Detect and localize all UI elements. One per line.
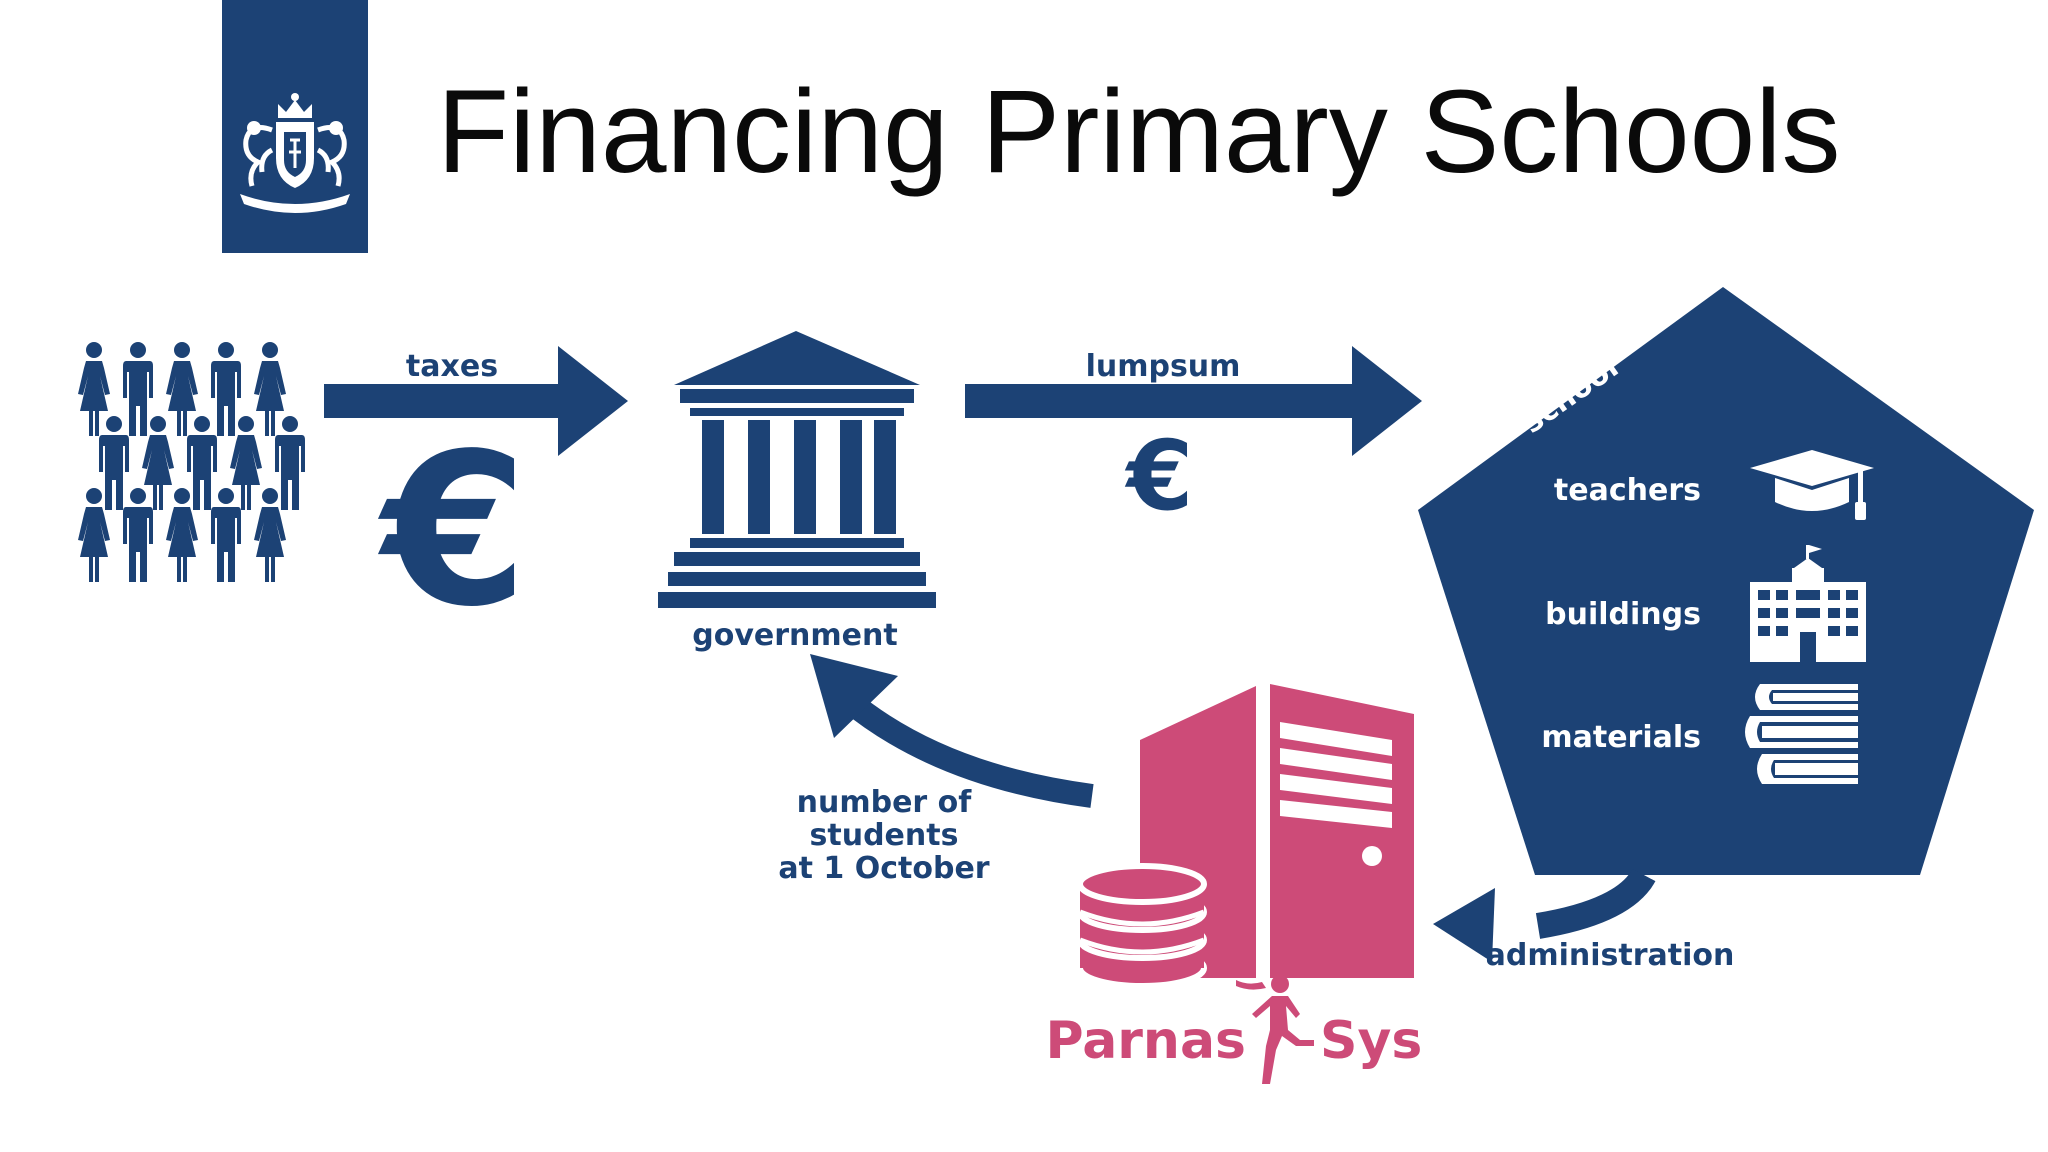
students-label-line1: number of [797, 785, 973, 820]
administration-arrow [1433, 868, 1656, 962]
school-item-buildings-label: buildings [1545, 597, 1701, 632]
parnassys-name-right: Sys [1320, 1011, 1422, 1071]
lumpsum-arrow [965, 346, 1422, 456]
server-database-icon [1077, 684, 1414, 989]
students-arrow [810, 654, 1094, 808]
lumpsum-label: lumpsum [1086, 349, 1241, 384]
government-building-icon [658, 331, 936, 608]
parnassys-logo: Parnas Sys [1045, 975, 1422, 1084]
people-group-icon [78, 342, 305, 582]
school-item-teachers-label: teachers [1554, 473, 1701, 508]
taxes-euro-sign: € [378, 408, 528, 653]
royal-coat-of-arms-icon [240, 93, 350, 213]
students-label-line2: students [810, 818, 959, 853]
page-title: Financing Primary Schools [437, 66, 1840, 198]
taxes-label: taxes [406, 349, 498, 384]
students-label-line3: at 1 October [778, 851, 989, 886]
government-label: government [692, 618, 897, 653]
school-pentagon [1418, 287, 2034, 875]
graduation-cap-icon [1750, 450, 1874, 520]
students-label: number of students at 1 October [778, 785, 989, 886]
school-item-materials-label: materials [1541, 720, 1701, 755]
lumpsum-euro-sign: € [1125, 420, 1194, 532]
dancing-figure-icon [1236, 975, 1314, 1084]
school-building-icon [1750, 545, 1866, 662]
logo [222, 0, 368, 253]
taxes-arrow [324, 346, 628, 456]
parnassys-name-left: Parnas [1045, 1011, 1246, 1071]
administration-label: administration [1486, 938, 1735, 973]
school: school teachers buildings material [1418, 287, 2034, 875]
books-stack-icon [1745, 684, 1858, 784]
